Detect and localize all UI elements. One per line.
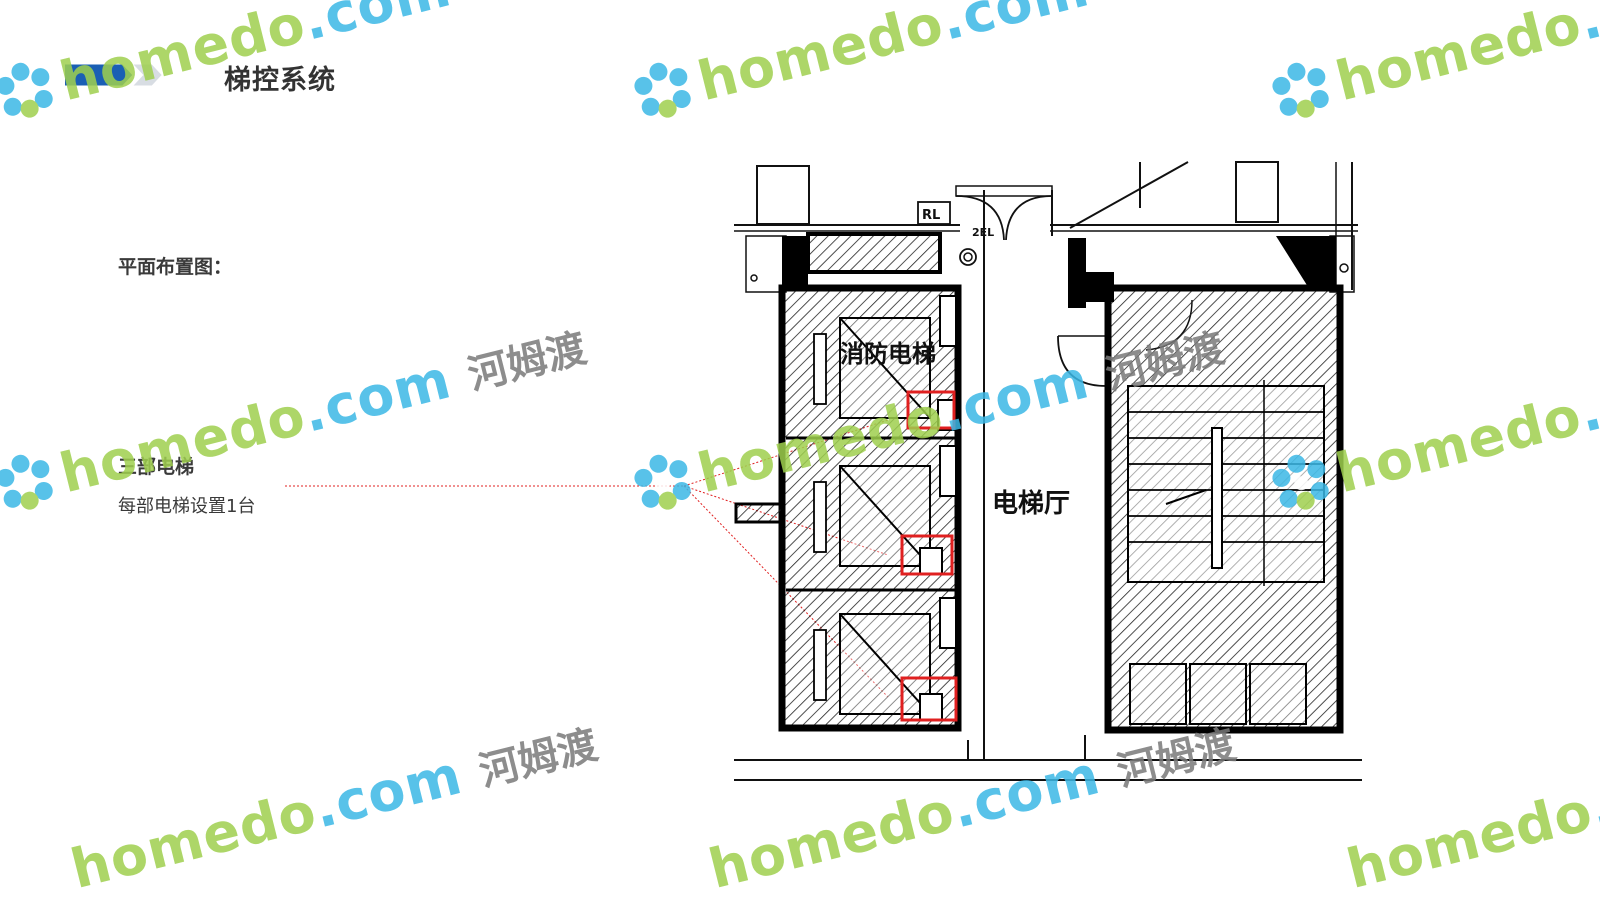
elevator-shafts — [734, 295, 957, 721]
rl-tag: RL — [922, 208, 940, 223]
layout-label: 平面布置图： — [118, 256, 233, 278]
elevator-hall-label: 电梯厅 — [992, 489, 1070, 519]
fire-elevator-label: 消防电梯 — [840, 340, 936, 368]
highlight-box-2 — [900, 534, 954, 576]
staircase — [1127, 380, 1325, 725]
highlight-box-3 — [900, 676, 958, 722]
highlight-box-1 — [906, 390, 956, 430]
page-title: 梯控系统 — [224, 65, 336, 96]
column-blocks — [782, 236, 1336, 308]
elevator-description: 每部电梯设置1台 — [118, 496, 256, 517]
elevator-label: 三部电梯 — [118, 456, 195, 478]
header-arrow-bar — [65, 64, 162, 86]
el-tag: 2EL — [972, 226, 994, 239]
card-reader-highlights — [900, 390, 958, 722]
